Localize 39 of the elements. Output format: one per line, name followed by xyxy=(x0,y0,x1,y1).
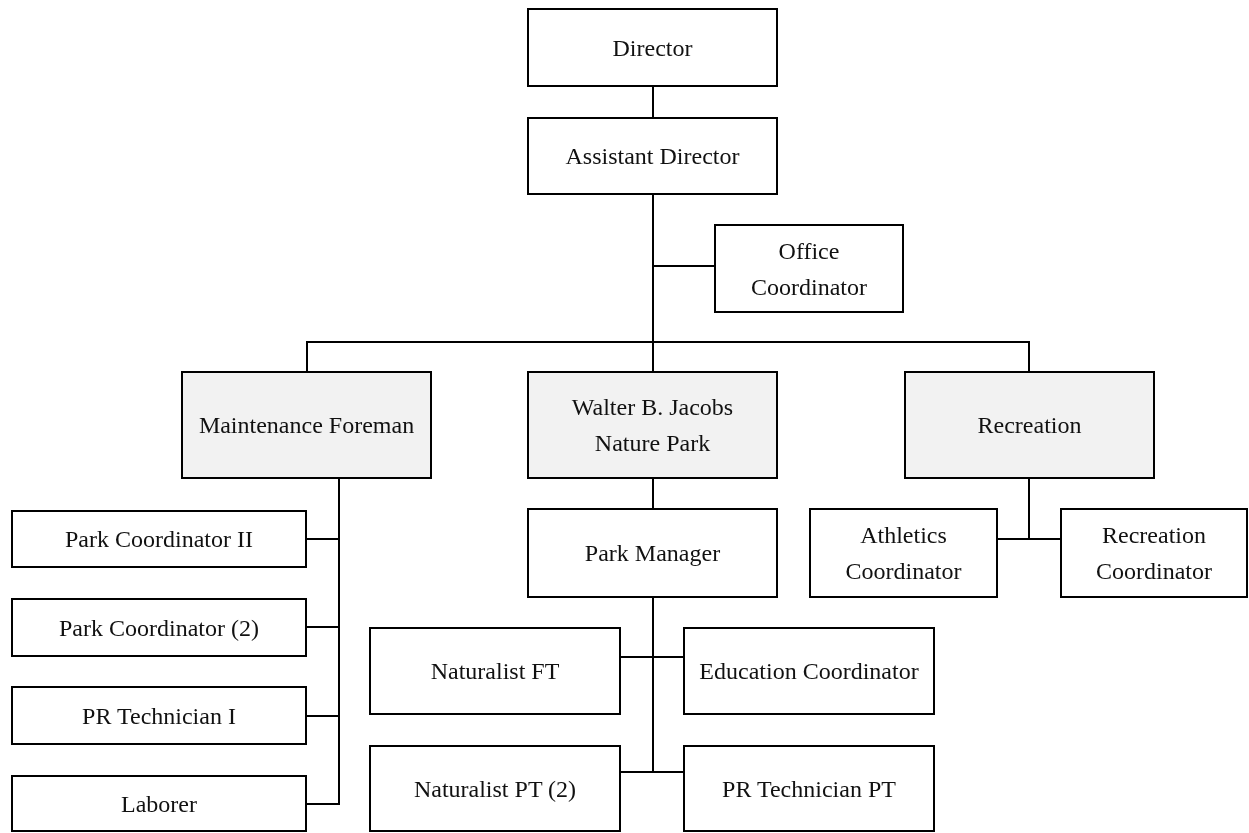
position-box xyxy=(527,508,778,598)
position-box xyxy=(181,371,432,479)
position-box xyxy=(527,8,778,87)
position-box xyxy=(904,371,1155,479)
position-box xyxy=(527,371,778,479)
position-title: PR Technician PT xyxy=(722,774,896,804)
position-title: Athletics Coordinator xyxy=(844,521,963,586)
connector-line xyxy=(652,478,654,509)
connector-line xyxy=(652,86,654,118)
position-title: Naturalist PT (2) xyxy=(413,774,577,804)
position-box xyxy=(527,117,778,195)
position-title: Park Coordinator (2) xyxy=(59,613,259,643)
position-box xyxy=(1060,508,1248,598)
position-box xyxy=(683,627,935,715)
position-box xyxy=(11,598,307,657)
position-box xyxy=(369,745,621,832)
position-title: Assistant Director xyxy=(565,142,740,171)
position-title: Maintenance Foreman xyxy=(198,411,415,440)
position-title: Education Coordinator xyxy=(699,657,919,686)
position-title: Park Coordinator II xyxy=(65,525,253,554)
position-title: Laborer xyxy=(121,789,197,819)
position-title: Director xyxy=(612,33,693,63)
position-box xyxy=(11,686,307,745)
connector-line xyxy=(652,597,684,773)
position-title: Recreation xyxy=(977,411,1082,440)
position-title: PR Technician I xyxy=(82,701,236,731)
position-title: Naturalist FT xyxy=(430,657,560,686)
position-title: Park Manager xyxy=(584,539,721,568)
position-box xyxy=(809,508,998,598)
position-title: Office Coordinator xyxy=(750,236,868,302)
position-box xyxy=(11,510,307,568)
connector-line xyxy=(1028,478,1061,540)
connector-line xyxy=(306,478,340,805)
position-box xyxy=(11,775,307,832)
position-title: Recreation Coordinator xyxy=(1095,521,1213,586)
position-box xyxy=(714,224,904,313)
position-box xyxy=(369,627,621,715)
position-title: Walter B. Jacobs Nature Park xyxy=(570,393,735,458)
position-box xyxy=(683,745,935,832)
